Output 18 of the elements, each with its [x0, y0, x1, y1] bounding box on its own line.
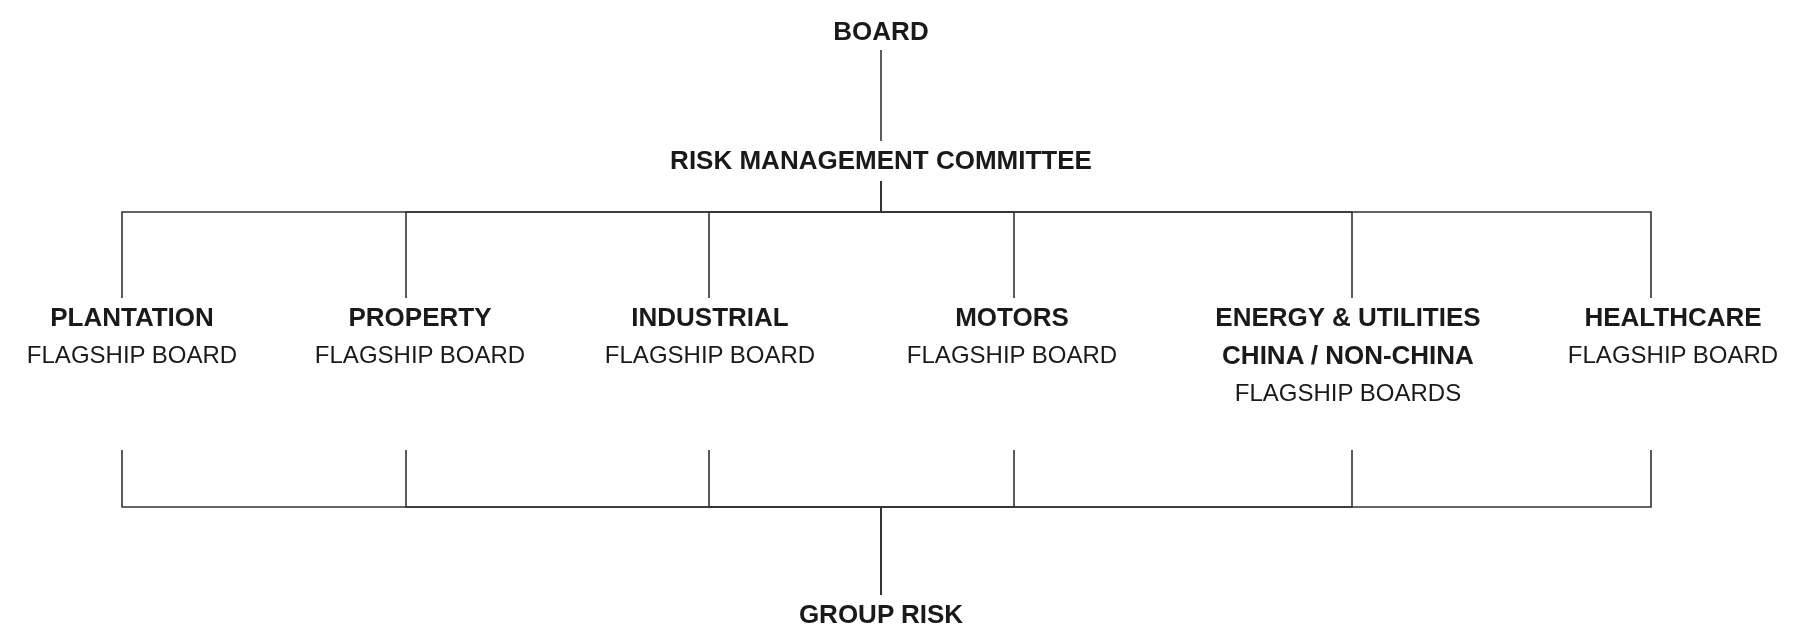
unit-subtitle: FLAGSHIP BOARD — [313, 340, 527, 370]
connector-line — [880, 180, 1652, 299]
unit-subtitle: FLAGSHIP BOARD — [603, 340, 817, 370]
unit-title: MOTORS — [954, 301, 1070, 334]
unit-title: ENERGY & UTILITIES CHINA / NON-CHINA — [1214, 301, 1482, 372]
unit-subtitle: FLAGSHIP BOARD — [905, 340, 1119, 370]
unit-title: BOARD — [832, 15, 930, 48]
unit-subtitle: FLAGSHIP BOARD — [25, 340, 239, 370]
unit-title: RISK MANAGEMENT COMMITTEE — [669, 144, 1093, 177]
unit-subtitle: FLAGSHIP BOARD — [1566, 340, 1780, 370]
unit-subtitle: FLAGSHIP BOARDS — [1233, 378, 1463, 408]
unit-title: HEALTHCARE — [1583, 301, 1763, 334]
unit-title: INDUSTRIAL — [630, 301, 790, 334]
unit-title: PROPERTY — [347, 301, 493, 334]
connector-line — [880, 49, 882, 142]
unit-title: GROUP RISK — [797, 598, 965, 631]
connector-line — [880, 449, 1652, 596]
unit-title: PLANTATION — [49, 301, 215, 334]
